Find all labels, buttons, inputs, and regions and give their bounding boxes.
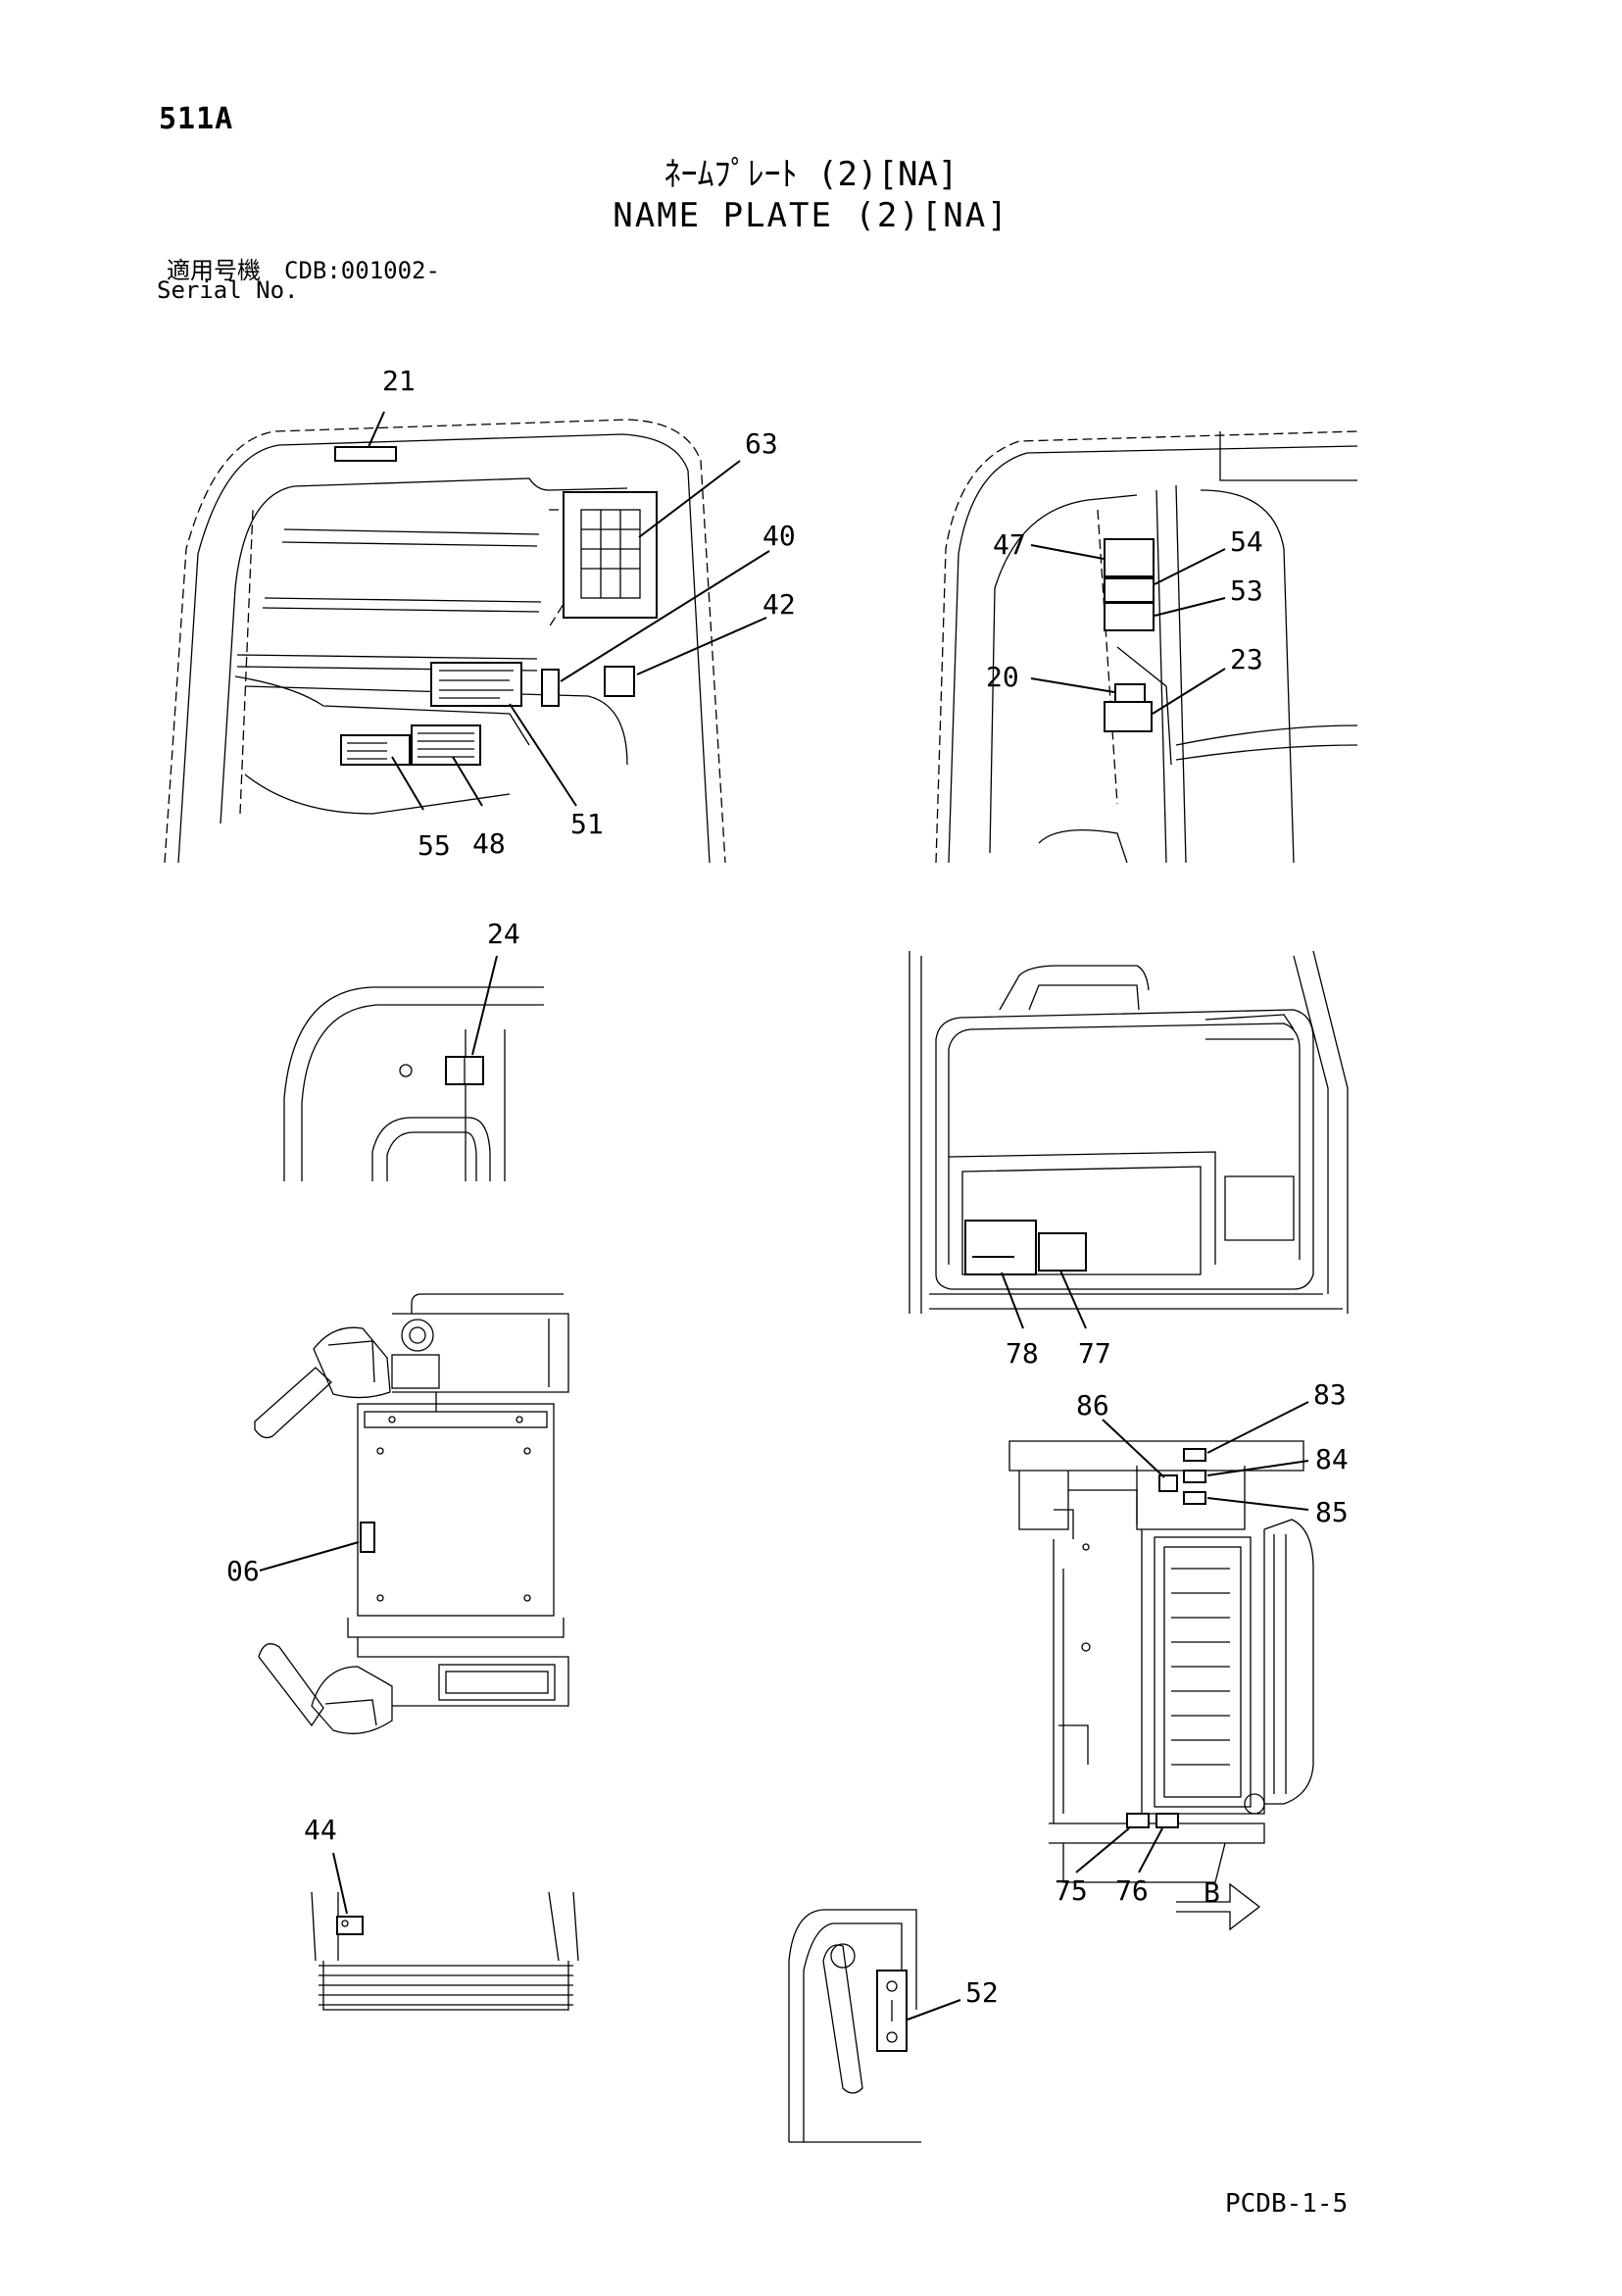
callout-20: 20 bbox=[986, 661, 1019, 693]
page-title-en: NAME PLATE (2)[NA] bbox=[613, 196, 1009, 235]
callout-40: 40 bbox=[762, 520, 796, 552]
callout-54: 54 bbox=[1230, 525, 1263, 558]
label-42 bbox=[604, 666, 635, 697]
view-panel-corner: 24 bbox=[283, 918, 544, 1181]
callout-42: 42 bbox=[762, 588, 796, 621]
label-54 bbox=[1104, 577, 1155, 603]
label-75 bbox=[1126, 1813, 1150, 1828]
view-floor-side: 86 83 84 85 75 76 B bbox=[1008, 1378, 1349, 1931]
callout-52: 52 bbox=[965, 1976, 999, 2009]
callout-24: 24 bbox=[487, 918, 520, 950]
callout-86: 86 bbox=[1076, 1389, 1109, 1422]
label-86 bbox=[1158, 1474, 1178, 1492]
callout-view-b: B bbox=[1204, 1876, 1220, 1909]
callout-83: 83 bbox=[1313, 1378, 1347, 1411]
callout-55: 55 bbox=[418, 829, 451, 862]
label-77 bbox=[1038, 1232, 1087, 1272]
label-63 bbox=[563, 491, 658, 619]
label-47 bbox=[1104, 538, 1155, 577]
view-lever-guard: 52 bbox=[788, 1909, 999, 2143]
label-48 bbox=[411, 724, 481, 766]
label-23 bbox=[1104, 701, 1153, 732]
label-85 bbox=[1183, 1491, 1206, 1505]
callout-47: 47 bbox=[993, 528, 1026, 561]
label-21 bbox=[334, 446, 397, 462]
label-83 bbox=[1183, 1448, 1206, 1462]
label-53 bbox=[1104, 602, 1155, 631]
callout-48: 48 bbox=[472, 827, 506, 860]
label-76 bbox=[1155, 1813, 1179, 1828]
callout-76: 76 bbox=[1115, 1874, 1149, 1907]
label-06 bbox=[360, 1522, 375, 1553]
callout-85: 85 bbox=[1315, 1496, 1349, 1528]
serial-label-jp: 適用号機 CDB:001002- bbox=[167, 257, 440, 284]
label-51 bbox=[430, 662, 522, 707]
view-cab-side: 47 54 53 20 23 bbox=[935, 430, 1358, 864]
serial-label-en: Serial No. bbox=[157, 276, 299, 304]
label-78 bbox=[964, 1220, 1037, 1275]
callout-63: 63 bbox=[745, 427, 778, 460]
callout-84: 84 bbox=[1315, 1443, 1349, 1475]
footer-code: PCDB-1-5 bbox=[1225, 2189, 1349, 2219]
callout-23: 23 bbox=[1230, 643, 1263, 675]
view-door-panel: 78 77 bbox=[909, 950, 1349, 1370]
callout-51: 51 bbox=[570, 808, 604, 840]
callout-75: 75 bbox=[1055, 1874, 1088, 1907]
page-title-jp: ﾈｰﾑﾌﾟﾚｰﾄ (2)[NA] bbox=[664, 155, 958, 194]
label-84 bbox=[1183, 1470, 1206, 1483]
callout-53: 53 bbox=[1230, 574, 1263, 607]
view-cab-rear: 21 63 40 42 51 55 48 bbox=[164, 365, 796, 864]
view-arrow-icon bbox=[1176, 1882, 1261, 1931]
callout-78: 78 bbox=[1006, 1337, 1039, 1370]
view-console: 06 bbox=[226, 1293, 569, 1734]
label-55 bbox=[340, 734, 411, 766]
callout-77: 77 bbox=[1078, 1337, 1111, 1370]
view-sill: 44 bbox=[304, 1814, 579, 2011]
label-44 bbox=[336, 1916, 364, 1935]
page-number: 511A bbox=[159, 102, 234, 136]
callout-06: 06 bbox=[226, 1555, 260, 1587]
label-40 bbox=[541, 669, 560, 707]
callout-21: 21 bbox=[382, 365, 416, 397]
callout-44: 44 bbox=[304, 1814, 337, 1846]
